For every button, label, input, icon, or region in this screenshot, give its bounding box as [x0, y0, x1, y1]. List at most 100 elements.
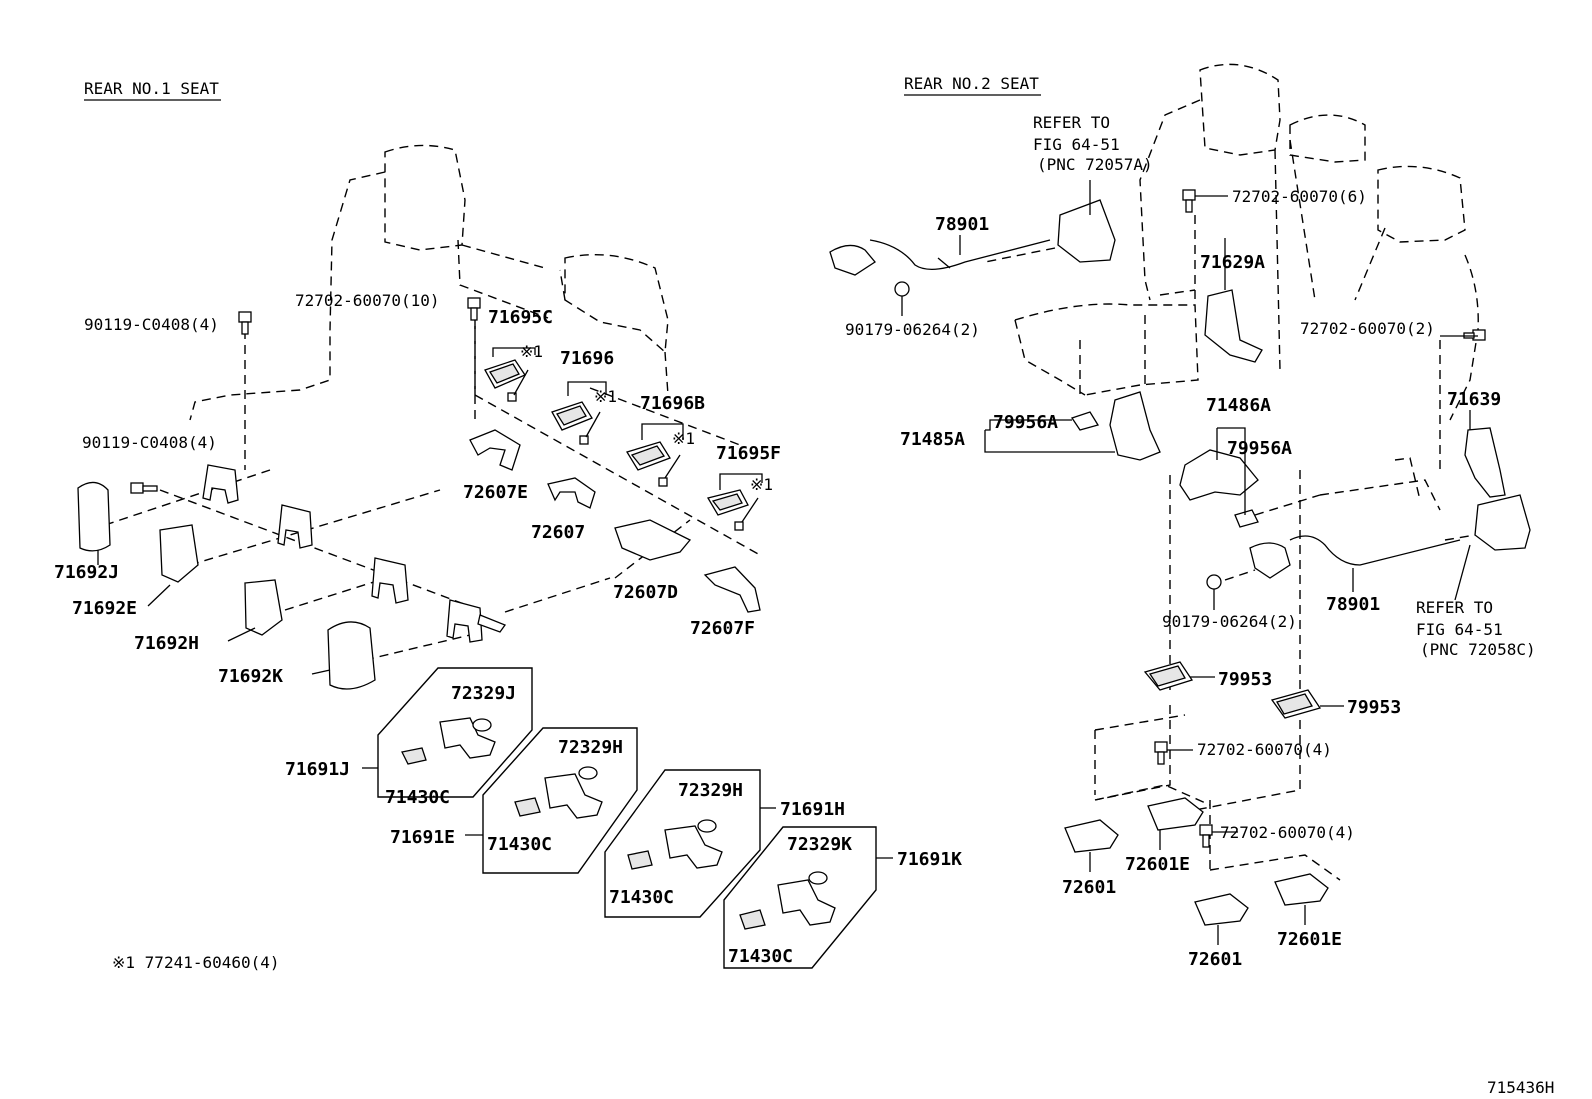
callout-mark-icon: ※1	[750, 475, 773, 494]
label-79953: 79953	[1347, 697, 1401, 718]
clip-79956A	[1234, 509, 1259, 528]
label-78901: 78901	[935, 214, 989, 235]
label-71629A: 71629A	[1200, 252, 1265, 273]
hinge-cover-71485A	[1109, 391, 1161, 461]
nut-90179	[894, 281, 910, 297]
bolt-icon	[1463, 329, 1486, 341]
label-90179: 90179-06264(2)	[845, 320, 980, 339]
hinge-cover-71629A	[1204, 289, 1263, 363]
label-71486A: 71486A	[1206, 395, 1271, 416]
label-72702-2: 72702-60070(2)	[1300, 319, 1435, 338]
bolt-icon	[130, 482, 158, 494]
bezel-79953	[1270, 689, 1322, 719]
lock-unit-72057A	[1057, 199, 1116, 263]
seat-frame-brackets	[202, 464, 507, 643]
rear-no1-seat-outline	[104, 144, 761, 661]
label-71692K: 71692K	[218, 666, 283, 687]
cable-78901	[829, 239, 1051, 276]
label-71430C: 71430C	[609, 887, 674, 908]
label-72601: 72601	[1188, 949, 1242, 970]
label-71430C: 71430C	[385, 787, 450, 808]
hinge-kit-71691E	[482, 727, 638, 874]
lock-unit-72058C	[1474, 494, 1531, 551]
bezel-71696B	[626, 441, 671, 487]
callout-mark-icon: ※1	[594, 387, 617, 406]
bolt-icon	[467, 297, 481, 321]
bezel-71696	[551, 401, 593, 445]
label-72607D: 72607D	[613, 582, 678, 603]
cover-71692J	[77, 481, 111, 552]
label-72329H: 72329H	[678, 780, 743, 801]
refer-line1: REFER TO	[1416, 598, 1493, 617]
label-71692E: 71692E	[72, 598, 137, 619]
hinge-cover-71639	[1464, 427, 1506, 498]
refer-line3: (PNC 72057A)	[1037, 155, 1153, 174]
label-78901: 78901	[1326, 594, 1380, 615]
cover-71692H	[244, 579, 283, 636]
label-71691K: 71691K	[897, 849, 962, 870]
svg-text:REAR NO.1 SEAT: REAR NO.1 SEAT	[84, 79, 219, 98]
refer-line2: FIG 64-51	[1033, 135, 1120, 154]
bracket-72607D	[614, 519, 692, 561]
label-71691J: 71691J	[285, 759, 350, 780]
label-72601E: 72601E	[1277, 929, 1342, 950]
label-71691H: 71691H	[780, 799, 845, 820]
label-72329H: 72329H	[558, 737, 623, 758]
bolt-icon	[238, 311, 252, 335]
label-71691E: 71691E	[390, 827, 455, 848]
label-72702-4: 72702-60070(4)	[1197, 740, 1332, 759]
label-90119-b: 90119-C0408(4)	[82, 433, 217, 452]
hinge-72601E	[1147, 797, 1204, 831]
hinge-kit-71691H	[604, 769, 761, 918]
bolt-icon	[1154, 741, 1168, 765]
svg-text:REAR NO.2 SEAT: REAR NO.2 SEAT	[904, 74, 1039, 93]
label-79956A: 79956A	[1227, 438, 1292, 459]
label-71692J: 71692J	[54, 562, 119, 583]
cable-78901	[1249, 535, 1461, 579]
bolt-icon	[1199, 824, 1213, 848]
label-71692H: 71692H	[134, 633, 199, 654]
label-72607E: 72607E	[463, 482, 528, 503]
footnote: ※1 77241-60460(4)	[112, 953, 280, 972]
cover-71692K	[327, 621, 376, 690]
label-72329K: 72329K	[787, 834, 852, 855]
label-71430C: 71430C	[728, 946, 793, 967]
bezel-79953	[1143, 661, 1194, 691]
bolt-icon	[1182, 189, 1196, 213]
bezel-71695C	[484, 359, 526, 402]
section-title-rear-no2: REAR NO.2 SEAT	[904, 74, 1041, 96]
refer-line3: (PNC 72058C)	[1420, 640, 1536, 659]
label-71695C: 71695C	[488, 307, 553, 328]
hinge-72601	[1064, 819, 1119, 853]
hinge-72601	[1194, 893, 1249, 926]
label-72601E: 72601E	[1125, 854, 1190, 875]
label-72702-4: 72702-60070(4)	[1220, 823, 1355, 842]
label-71696B: 71696B	[640, 393, 705, 414]
label-90179: 90179-06264(2)	[1162, 612, 1297, 631]
label-71485A: 71485A	[900, 429, 965, 450]
label-71639: 71639	[1447, 389, 1501, 410]
label-79956A: 79956A	[993, 412, 1058, 433]
label-72607: 72607	[531, 522, 585, 543]
section-title-rear-no1: REAR NO.1 SEAT	[84, 79, 221, 101]
refer-line1: REFER TO	[1033, 113, 1110, 132]
label-71430C: 71430C	[487, 834, 552, 855]
label-79953: 79953	[1218, 669, 1272, 690]
label-71695F: 71695F	[716, 443, 781, 464]
clip-79956A	[1070, 411, 1100, 431]
callout-mark-icon: ※1	[672, 429, 695, 448]
figure-id: 715436H	[1487, 1078, 1554, 1097]
label-90119-a: 90119-C0408(4)	[84, 315, 219, 334]
bracket-72607	[547, 477, 596, 509]
label-72702-6: 72702-60070(6)	[1232, 187, 1367, 206]
bracket-72607F	[703, 566, 761, 613]
label-72329J: 72329J	[451, 683, 516, 704]
bracket-72607E	[469, 429, 521, 471]
hinge-72601E	[1274, 873, 1329, 906]
hinge-kit-71691K	[723, 826, 877, 969]
hinge-cover-71486A	[1179, 449, 1259, 501]
cover-71692E	[159, 524, 199, 583]
hinge-kit-71691J	[377, 667, 533, 798]
label-71696: 71696	[560, 348, 614, 369]
